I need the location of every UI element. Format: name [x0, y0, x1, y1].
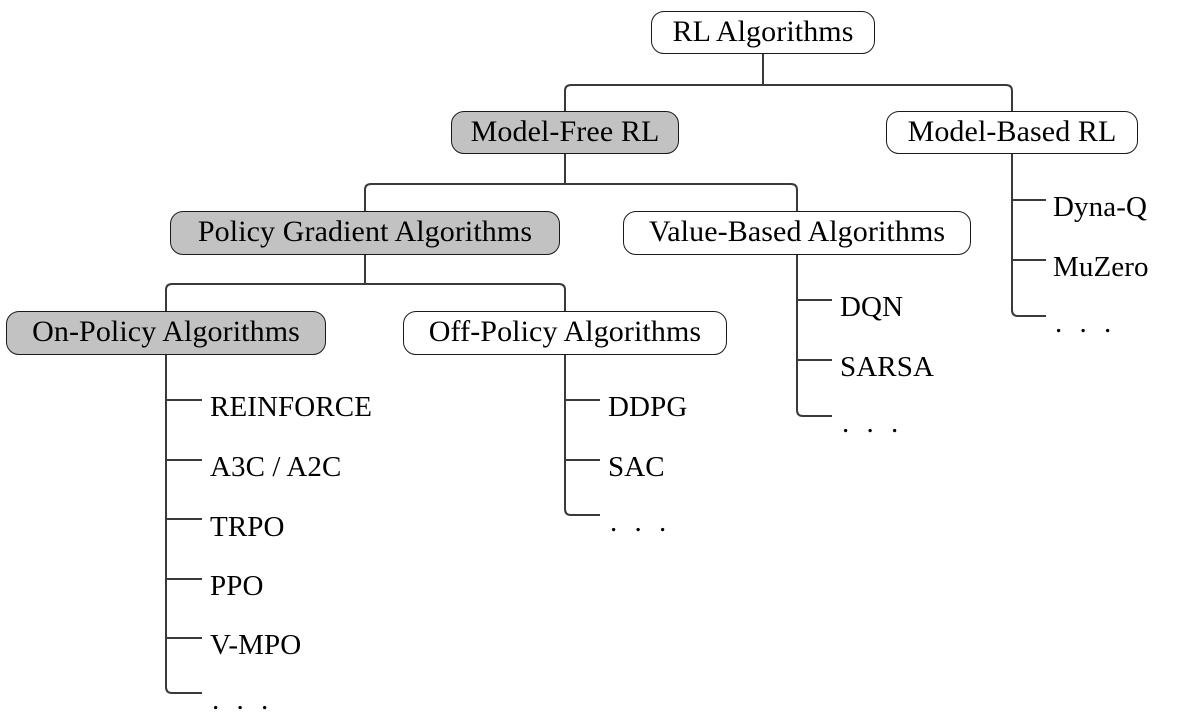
- leaf-dqn[interactable]: DQN: [840, 291, 904, 323]
- spine-off-policy-rail: [564, 355, 600, 516]
- leaf-on-policy-more[interactable]: . . .: [212, 684, 274, 713]
- leaf-off-policy-more[interactable]: . . .: [610, 506, 672, 538]
- node-label-on-policy-algorithms: On-Policy Algorithms: [32, 315, 300, 348]
- node-label-model-based-rl: Model-Based RL: [907, 114, 1117, 148]
- leaf-reinforce[interactable]: REINFORCE: [210, 391, 373, 423]
- node-policy-gradient-algorithms[interactable]: Policy Gradient Algorithms: [170, 211, 560, 255]
- leaf-sarsa[interactable]: SARSA: [840, 351, 934, 383]
- leaf-value-based-more[interactable]: . . .: [842, 407, 904, 439]
- node-rl-algorithms[interactable]: RL Algorithms: [651, 11, 875, 54]
- node-model-free-rl[interactable]: Model-Free RL: [451, 111, 679, 154]
- fork-root-branch-0: [564, 84, 572, 111]
- spine-model-based-rail: [1011, 154, 1046, 317]
- leaf-a3c-a2c[interactable]: A3C / A2C: [210, 451, 342, 483]
- leaf-dyna-q[interactable]: Dyna-Q: [1053, 191, 1148, 223]
- leaf-model-based-more[interactable]: . . .: [1055, 307, 1117, 339]
- spine-on-policy-rail: [165, 355, 202, 694]
- node-label-off-policy-algorithms: Off-Policy Algorithms: [428, 315, 702, 348]
- fork-policy-gradient-branch-0: [165, 283, 173, 311]
- node-label-rl-algorithms: RL Algorithms: [672, 14, 854, 48]
- leaf-ddpg[interactable]: DDPG: [608, 391, 688, 423]
- node-model-based-rl[interactable]: Model-Based RL: [886, 111, 1138, 154]
- spine-value-based-rail: [796, 255, 832, 417]
- leaf-muzero[interactable]: MuZero: [1053, 251, 1149, 283]
- fork-root-branch-1: [1005, 84, 1013, 111]
- leaf-sac[interactable]: SAC: [608, 451, 665, 483]
- leaf-v-mpo[interactable]: V-MPO: [210, 629, 302, 661]
- node-value-based-algorithms[interactable]: Value-Based Algorithms: [623, 211, 971, 255]
- fork-policy-gradient-branch-1: [558, 283, 566, 311]
- node-label-model-free-rl: Model-Free RL: [470, 114, 660, 148]
- node-label-value-based-algorithms: Value-Based Algorithms: [648, 215, 946, 248]
- node-off-policy-algorithms[interactable]: Off-Policy Algorithms: [403, 311, 727, 355]
- fork-model-free-branch-1: [790, 183, 798, 211]
- node-label-policy-gradient-algorithms: Policy Gradient Algorithms: [197, 215, 533, 248]
- node-on-policy-algorithms[interactable]: On-Policy Algorithms: [6, 311, 326, 355]
- leaf-trpo[interactable]: TRPO: [210, 511, 285, 543]
- leaf-ppo[interactable]: PPO: [210, 570, 264, 602]
- fork-model-free-branch-0: [364, 183, 372, 211]
